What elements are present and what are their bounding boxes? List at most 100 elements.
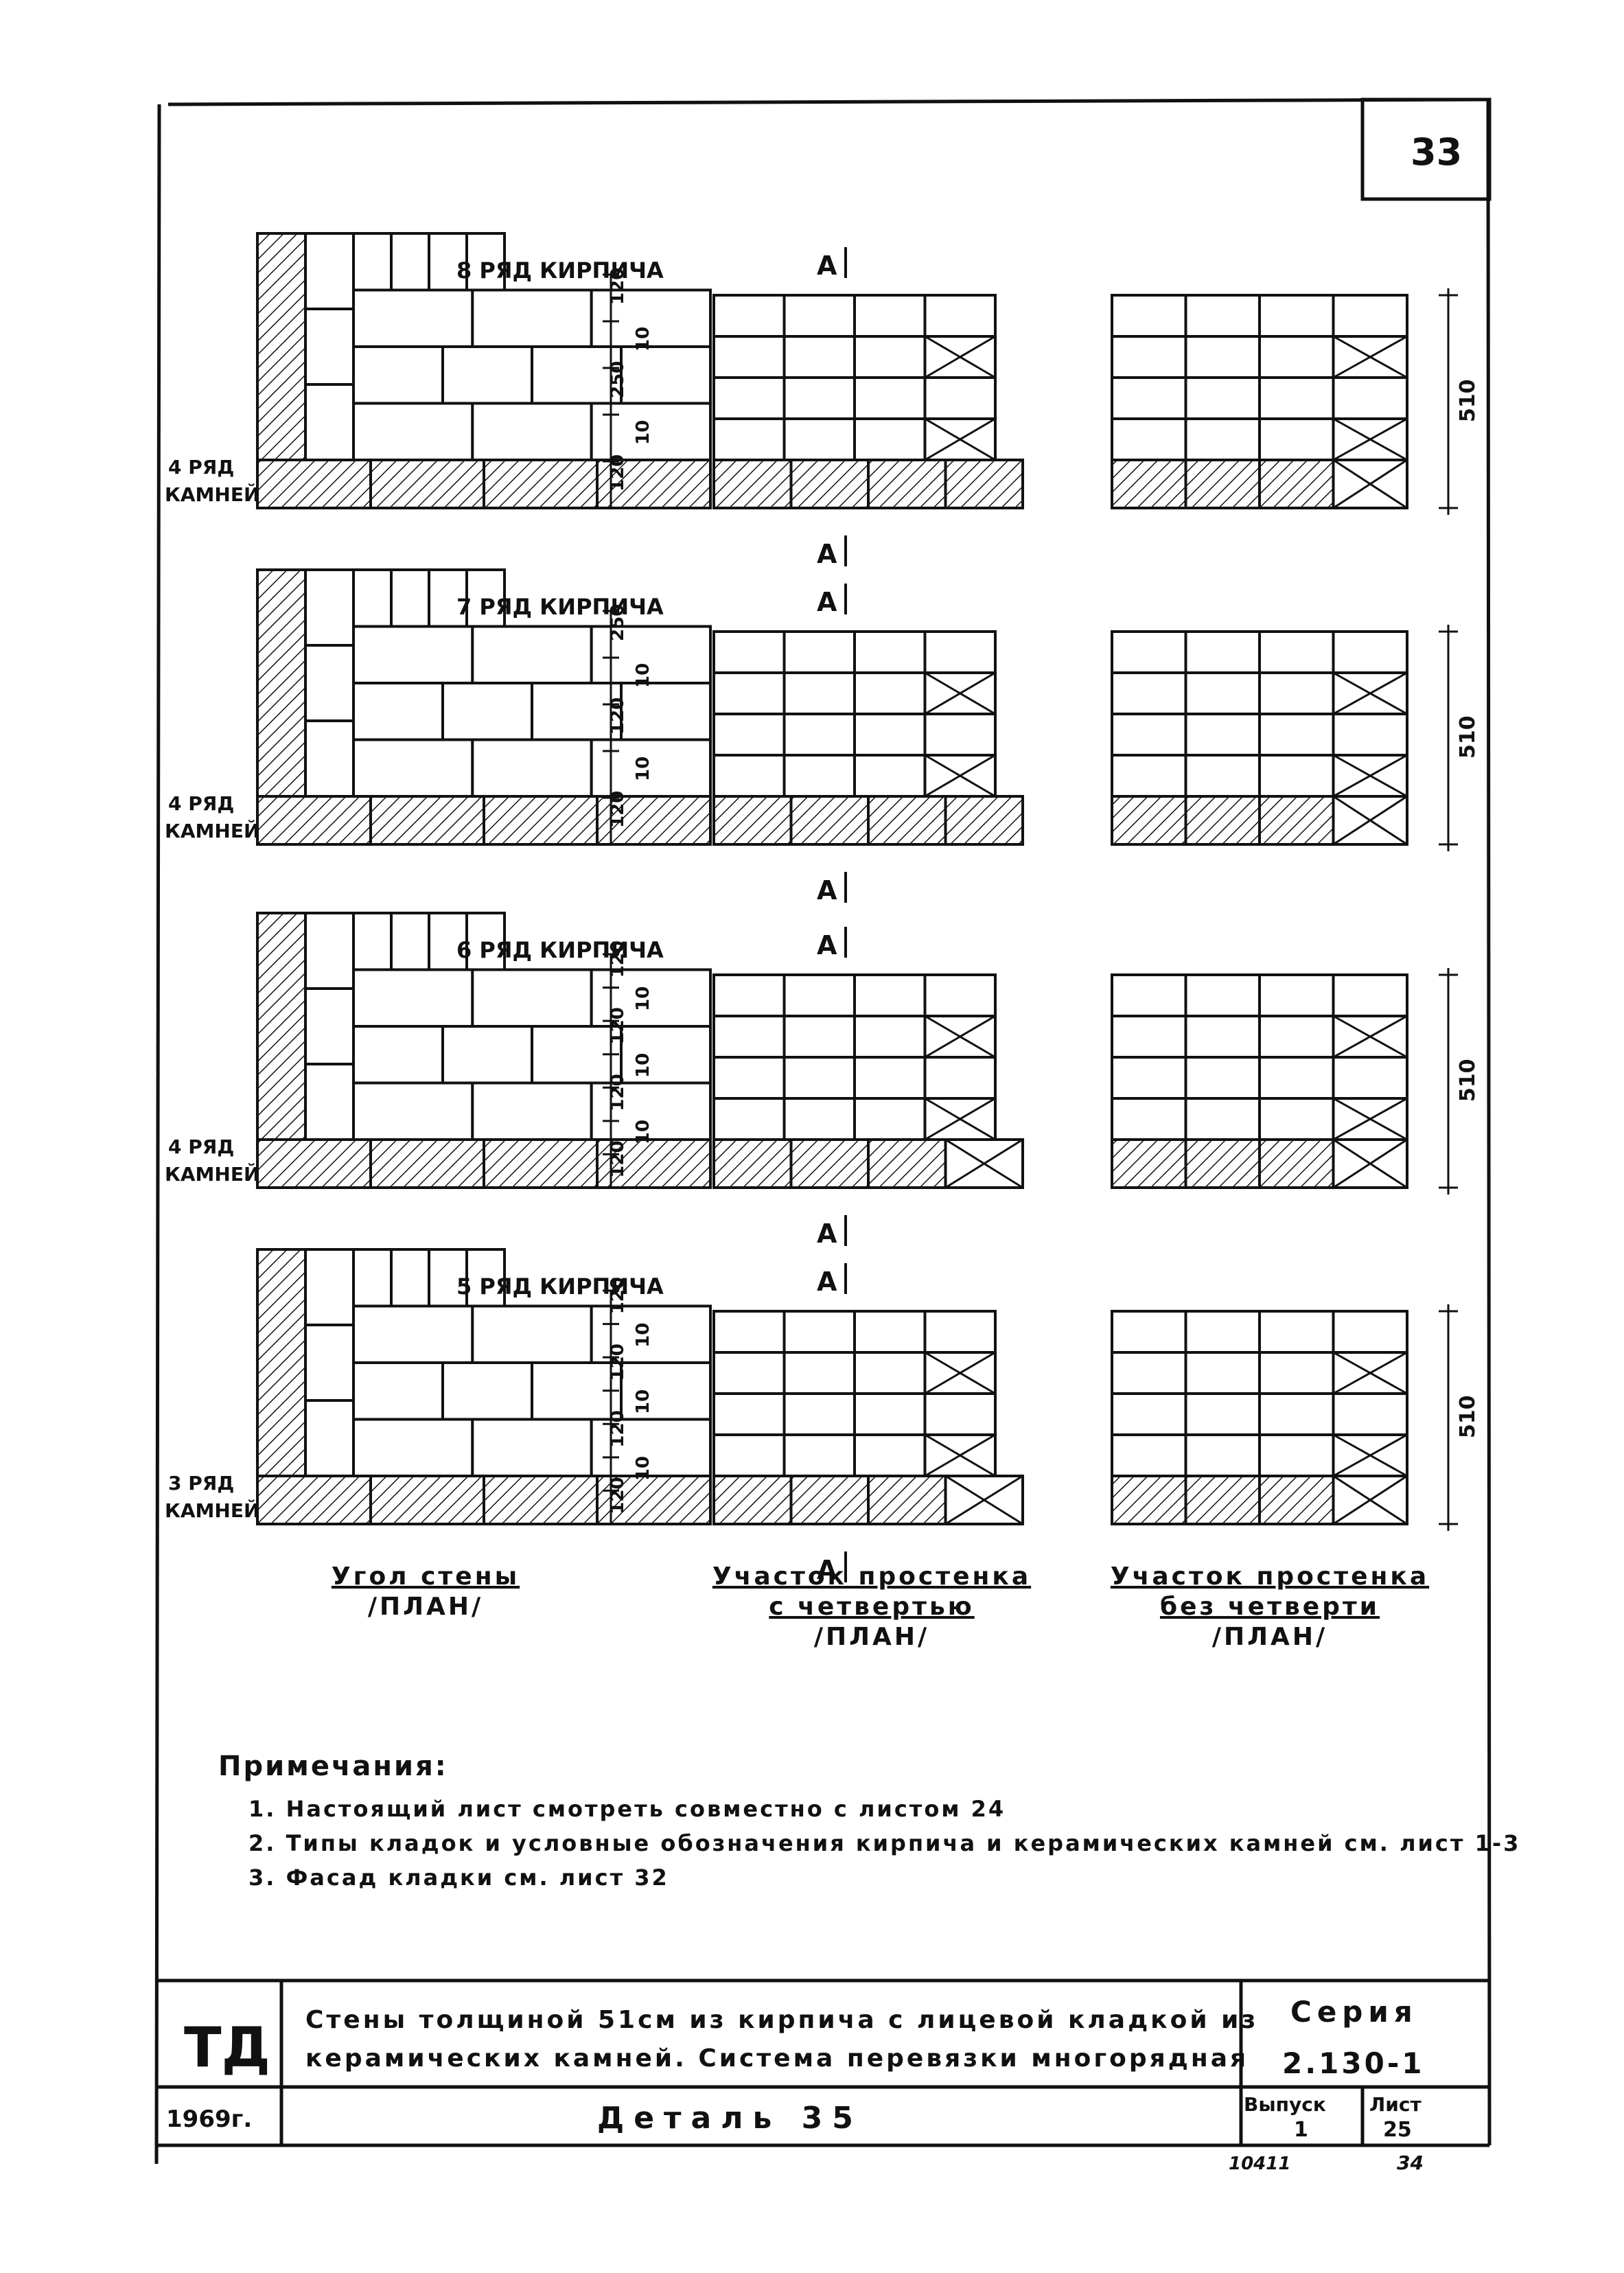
ceramic-stone — [789, 1138, 870, 1189]
brick — [853, 1097, 927, 1141]
brick — [1258, 754, 1335, 798]
brick — [465, 568, 506, 628]
section-mark: А — [817, 539, 837, 569]
dimension-text: 120 — [607, 1074, 628, 1111]
brick — [304, 1063, 355, 1141]
cut-line — [924, 1097, 996, 1141]
brick — [782, 973, 856, 1017]
brick — [1184, 754, 1261, 798]
brick — [352, 1361, 444, 1421]
pier-without-quarter: 510 — [1111, 968, 1480, 1195]
ceramic-stone — [369, 459, 485, 509]
brick — [352, 345, 444, 405]
brick — [1184, 1310, 1261, 1354]
brick — [304, 383, 355, 461]
base-label: КАМНЕЙ — [165, 1499, 259, 1522]
ceramic-stone — [1111, 1138, 1187, 1189]
section-mark: А — [817, 1219, 837, 1249]
note-item: 1. Настоящий лист смотреть совместно с л… — [248, 1796, 1006, 1822]
brick — [1111, 1056, 1187, 1100]
ceramic-stone — [596, 1138, 712, 1189]
cut-line — [1332, 795, 1408, 846]
sheet-value: 25 — [1383, 2118, 1412, 2142]
brick — [923, 1310, 997, 1354]
notes-heading: Примечания: — [218, 1751, 448, 1782]
cut-line — [1332, 417, 1408, 461]
ceramic-stone — [256, 1475, 372, 1525]
brick — [352, 1304, 474, 1364]
brick — [1111, 630, 1187, 674]
brick — [304, 644, 355, 722]
caption-corner-plan: /ПЛАН/ — [367, 1593, 484, 1621]
brick — [352, 1248, 393, 1308]
brick — [853, 335, 927, 379]
brick — [471, 738, 593, 798]
stamp-detail: Деталь 35 — [597, 2101, 863, 2136]
brick — [304, 987, 355, 1065]
pier-without-quarter: 510 — [1111, 288, 1480, 515]
ceramic-stone — [712, 1475, 793, 1525]
series-value: 2.130-1 — [1282, 2046, 1425, 2080]
ceramic-stone — [369, 1475, 485, 1525]
brick — [1184, 1433, 1261, 1477]
brick — [471, 1304, 593, 1364]
brick — [1184, 376, 1261, 420]
base-label: 4 РЯД — [168, 456, 234, 478]
dimension-text: 250 — [607, 361, 628, 398]
ceramic-stone — [1111, 1475, 1187, 1525]
ceramic-stone — [1258, 1138, 1335, 1189]
ceramic-stone — [483, 459, 599, 509]
brick — [712, 1097, 786, 1141]
brick — [712, 1056, 786, 1100]
brick — [390, 232, 430, 292]
brick — [1111, 1015, 1187, 1059]
brick — [471, 1418, 593, 1477]
issue-value: 1 — [1294, 2118, 1308, 2142]
brick — [1111, 417, 1187, 461]
brick — [1332, 376, 1408, 420]
brick — [390, 912, 430, 971]
brick — [471, 968, 593, 1028]
brick — [853, 294, 927, 338]
brick — [352, 568, 393, 628]
sheet-label: Лист — [1369, 2093, 1422, 2116]
brick — [1111, 1351, 1187, 1395]
brick — [853, 376, 927, 420]
row-label: 7 РЯД КИРПИЧА — [456, 594, 664, 620]
dimension-text: 120 — [607, 697, 628, 735]
brick — [1111, 294, 1187, 338]
brick — [1111, 754, 1187, 798]
note-item: 2. Типы кладок и условные обозначения ки… — [248, 1830, 1521, 1856]
sheet-number-box: 33 — [1360, 97, 1492, 201]
brick — [712, 671, 786, 715]
row-label: 8 РЯД КИРПИЧА — [456, 257, 664, 284]
ceramic-stone — [867, 1475, 947, 1525]
brick — [471, 288, 593, 348]
brick — [304, 1248, 355, 1326]
dimension-text: 120 — [607, 1277, 628, 1314]
brick — [304, 568, 355, 647]
section-mark: А — [817, 1555, 837, 1585]
dimension-text: 120 — [607, 454, 628, 492]
row-label: 6 РЯД КИРПИЧА — [456, 937, 664, 963]
brick — [853, 1433, 927, 1477]
brick — [1258, 417, 1335, 461]
brick — [1184, 1351, 1261, 1395]
cut-line — [1332, 1433, 1408, 1477]
ceramic-stone — [596, 1475, 712, 1525]
brick — [471, 625, 593, 684]
brick — [352, 968, 474, 1028]
brick — [1258, 713, 1335, 757]
brick — [1332, 1310, 1408, 1354]
brick — [923, 630, 997, 674]
brick — [782, 1392, 856, 1436]
caption-pier-quarter-title: Участок простенка — [712, 1562, 1032, 1591]
brick — [1184, 1056, 1261, 1100]
brick — [782, 335, 856, 379]
brick — [1258, 671, 1335, 715]
brick — [1258, 1056, 1335, 1100]
dimension-text: 10 — [633, 1456, 653, 1481]
brick — [428, 568, 468, 628]
